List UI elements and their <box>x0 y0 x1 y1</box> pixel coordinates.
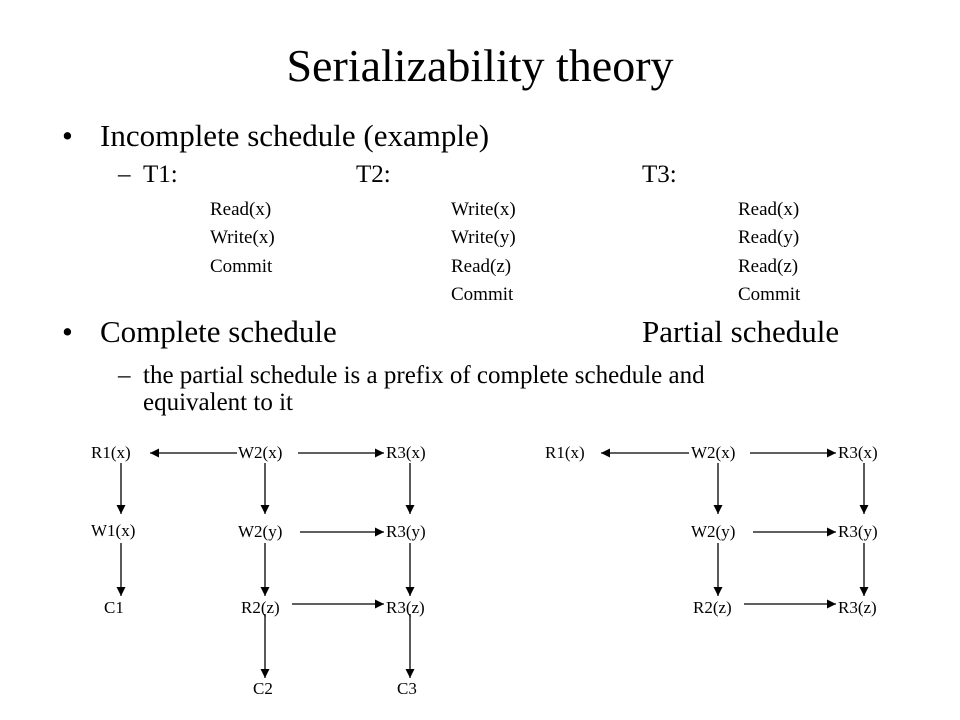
bullet-dot: • <box>62 314 73 349</box>
t2-op: Write(x) <box>451 199 516 220</box>
prefix-explanation-line2: equivalent to it <box>143 389 293 416</box>
partial-node-r2z: R2(z) <box>693 598 732 617</box>
bullet-complete-schedule: Complete schedule <box>100 314 337 349</box>
graph-node-c1: C1 <box>104 598 124 617</box>
graph-node-c2: C2 <box>253 679 273 698</box>
t2-op: Write(y) <box>451 227 516 248</box>
partial-node-w2x: W2(x) <box>691 443 736 462</box>
graph-node-w2x: W2(x) <box>238 443 283 462</box>
partial-node-r1x: R1(x) <box>545 443 585 462</box>
t2-label: T2: <box>356 161 391 188</box>
partial-node-r3x: R3(x) <box>838 443 878 462</box>
graph-node-r3y: R3(y) <box>386 522 426 541</box>
graph-node-r1x: R1(x) <box>91 443 131 462</box>
bullet-dot: • <box>62 118 73 153</box>
sub-dash: – <box>118 161 131 188</box>
t2-op: Read(z) <box>451 256 512 277</box>
t1-op: Read(x) <box>210 199 272 220</box>
slide-title: Serializability theory <box>286 40 674 91</box>
graph-node-r3x: R3(x) <box>386 443 426 462</box>
sub-dash: – <box>118 362 131 389</box>
t3-op: Read(y) <box>738 227 800 248</box>
t1-label: T1: <box>143 161 178 188</box>
graph-node-w2y: W2(y) <box>238 522 283 541</box>
bullet-incomplete-schedule: Incomplete schedule (example) <box>100 118 490 153</box>
graph-node-r3z: R3(z) <box>386 598 425 617</box>
partial-node-w2y: W2(y) <box>691 522 736 541</box>
graph-node-c3: C3 <box>397 679 417 698</box>
prefix-explanation-line1: the partial schedule is a prefix of comp… <box>143 362 705 389</box>
t3-op: Commit <box>738 284 801 305</box>
partial-node-r3y: R3(y) <box>838 522 878 541</box>
bullet-partial-schedule: Partial schedule <box>642 314 840 349</box>
t3-label: T3: <box>642 161 677 188</box>
partial-node-r3z: R3(z) <box>838 598 877 617</box>
t1-op: Commit <box>210 256 273 277</box>
t3-op: Read(z) <box>738 256 799 277</box>
graph-node-w1x: W1(x) <box>91 521 136 540</box>
t2-op: Commit <box>451 284 514 305</box>
t1-op: Write(x) <box>210 227 275 248</box>
t3-op: Read(x) <box>738 199 800 220</box>
graph-node-r2z: R2(z) <box>241 598 280 617</box>
